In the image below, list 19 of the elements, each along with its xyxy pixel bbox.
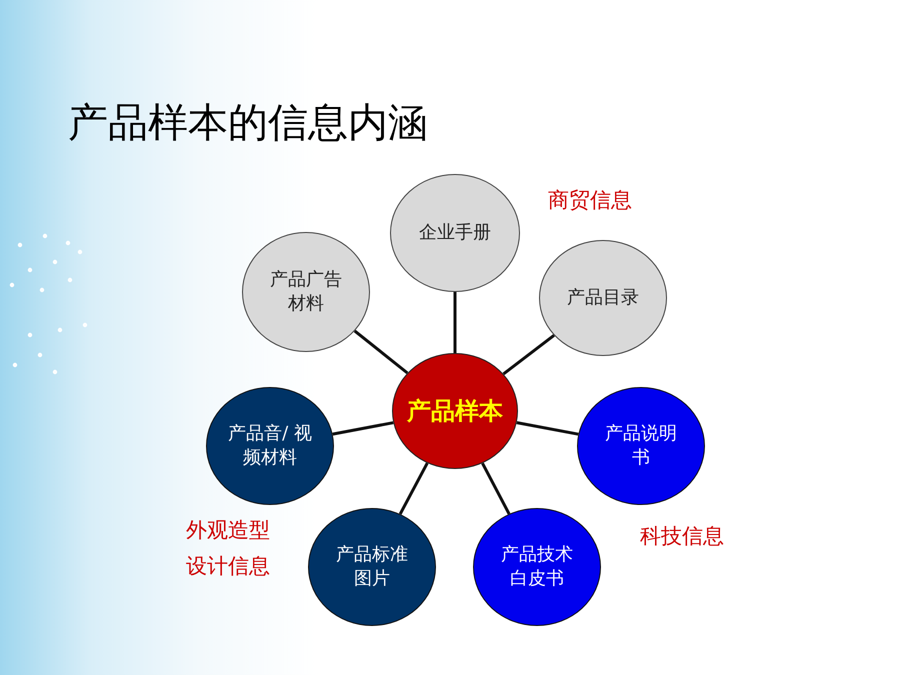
circle-label: 产品标准图片 [335,543,409,591]
connector-line [454,292,456,353]
connector-line [516,421,579,436]
connector-line [398,462,429,515]
connector-line [502,334,555,376]
category-label: 商贸信息 [548,187,633,214]
circle-label: 产品目录 [566,286,640,310]
category-label: 外观造型设计信息 [186,517,271,580]
circle-label: 产品技术白皮书 [500,543,574,591]
circle-label: 企业手册 [418,221,492,245]
connector-line [354,330,408,374]
circle-label: 产品音/ 视频材料 [228,422,312,470]
circle-label: 产品说明书 [604,422,678,470]
connector-line [481,462,510,515]
circle-label: 产品广告材料 [269,268,343,316]
category-label: 科技信息 [640,523,725,550]
connector-line [332,421,394,436]
slide-title: 产品样本的信息内涵 [68,99,428,148]
circle-label: 产品样本 [406,399,504,423]
